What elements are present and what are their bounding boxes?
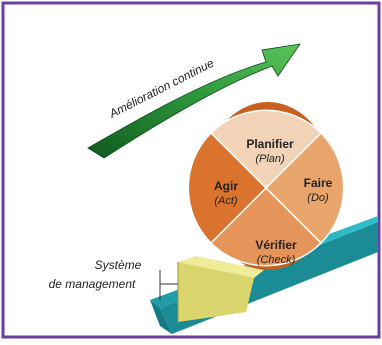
act-sublabel: (Act) (214, 195, 238, 207)
management-wedge (177, 256, 264, 322)
do-label: Faire (304, 176, 333, 190)
check-segment (209, 186, 323, 267)
do-sublabel: (Do) (307, 192, 329, 204)
frame-border (1, 1, 381, 339)
do-segment (264, 131, 345, 245)
check-sublabel: (Check) (257, 254, 296, 266)
plan-segment (209, 109, 323, 190)
management-bracket (159, 270, 178, 300)
check-label: Vérifier (255, 238, 297, 252)
continuous-improvement-arrow (87, 43, 301, 159)
pdca-wheel (187, 109, 345, 267)
plan-sublabel: (Plan) (255, 153, 285, 165)
act-segment (187, 131, 268, 245)
management-system-label-line2: de management (49, 277, 136, 291)
plan-label: Planifier (246, 137, 294, 151)
management-system-label-line1: Système (95, 258, 142, 272)
act-label: Agir (214, 179, 238, 193)
